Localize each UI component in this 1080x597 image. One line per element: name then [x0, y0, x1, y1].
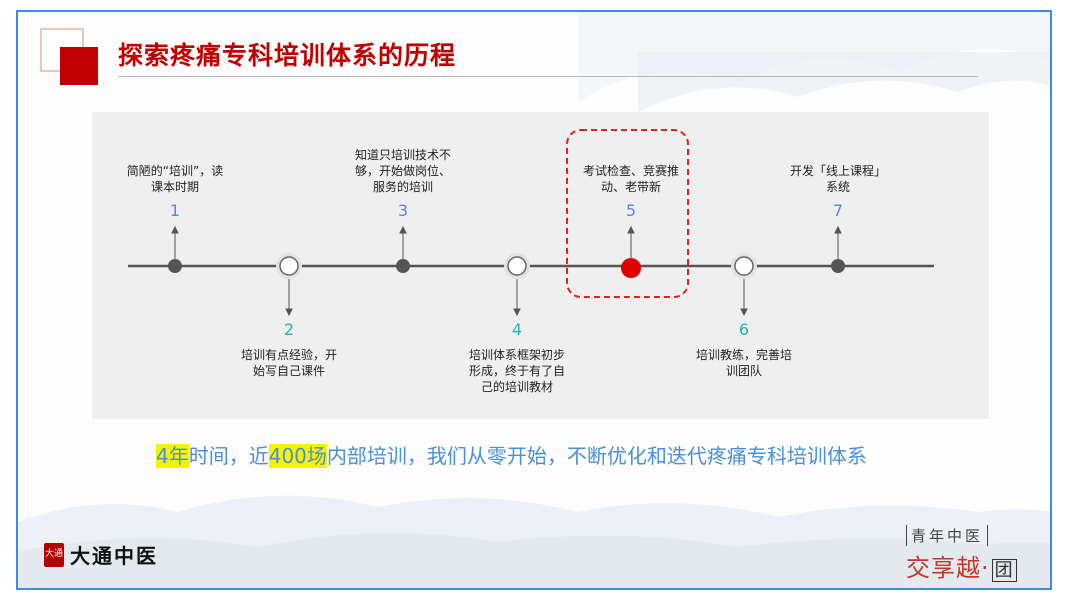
- summary-part-4: 内部培训，我们从零开始，不断优化和迭代疼痛专科培训体系: [326, 444, 867, 468]
- title-underline: [118, 76, 978, 77]
- node-7: [831, 259, 845, 273]
- milestone-3-text: 知道只培训技术不够，开始做岗位、服务的培训: [354, 148, 451, 194]
- milestone-2-text: 培训有点经验，开始写自己课件: [240, 348, 337, 378]
- milestone-4-text: 培训体系框架初步形成，终于有了自己的培训教材: [468, 348, 565, 394]
- milestone-6-number: 6: [738, 320, 750, 339]
- title-deco-red-square: [60, 47, 98, 85]
- node-3: [396, 259, 410, 273]
- node-4: [507, 256, 527, 276]
- milestone-1-text: 简陋的“培训”，读课本时期: [126, 164, 224, 194]
- mountain-mist-bottom: [18, 495, 1050, 588]
- qingnian-logo: 青年中医 交享越·团: [906, 525, 1017, 583]
- milestone-1-number: 1: [169, 201, 181, 220]
- summary-highlight-years: 4年: [156, 444, 189, 468]
- summary-part-2: 时间，近: [188, 444, 269, 468]
- milestone-5-text: 考试检查、竞赛推动、老带新: [582, 164, 679, 194]
- summary-text: 4年时间，近400场内部培训，我们从零开始，不断优化和迭代疼痛专科培训体系: [156, 440, 867, 469]
- qingnian-logo-top: 青年中医: [906, 525, 989, 546]
- page-title: 探索疼痛专科培训体系的历程: [118, 41, 457, 70]
- datong-seal-icon: 大通: [44, 542, 64, 567]
- milestone-7-text: 开发「线上课程」系统: [789, 164, 886, 194]
- node-2: [279, 256, 299, 276]
- milestone-3-number: 3: [397, 201, 409, 220]
- milestone-5-number: 5: [625, 201, 637, 220]
- summary-highlight-sessions: 400场: [268, 444, 327, 468]
- node-6: [734, 256, 754, 276]
- datong-logo: 大通 大通中医: [44, 540, 158, 569]
- qingnian-logo-box: 团: [991, 559, 1017, 582]
- datong-logo-text: 大通中医: [70, 544, 158, 568]
- node-1: [168, 259, 182, 273]
- milestone-7-number: 7: [832, 201, 844, 220]
- qingnian-logo-bottom: 交享越·团: [906, 548, 1017, 583]
- node-5: [621, 258, 641, 278]
- milestone-4-number: 4: [511, 320, 523, 339]
- milestone-2-number: 2: [283, 320, 295, 339]
- mountain-mist-top: [578, 12, 1050, 112]
- milestone-6-text: 培训教练，完善培训团队: [695, 348, 792, 378]
- highlight-box-5: [566, 129, 689, 298]
